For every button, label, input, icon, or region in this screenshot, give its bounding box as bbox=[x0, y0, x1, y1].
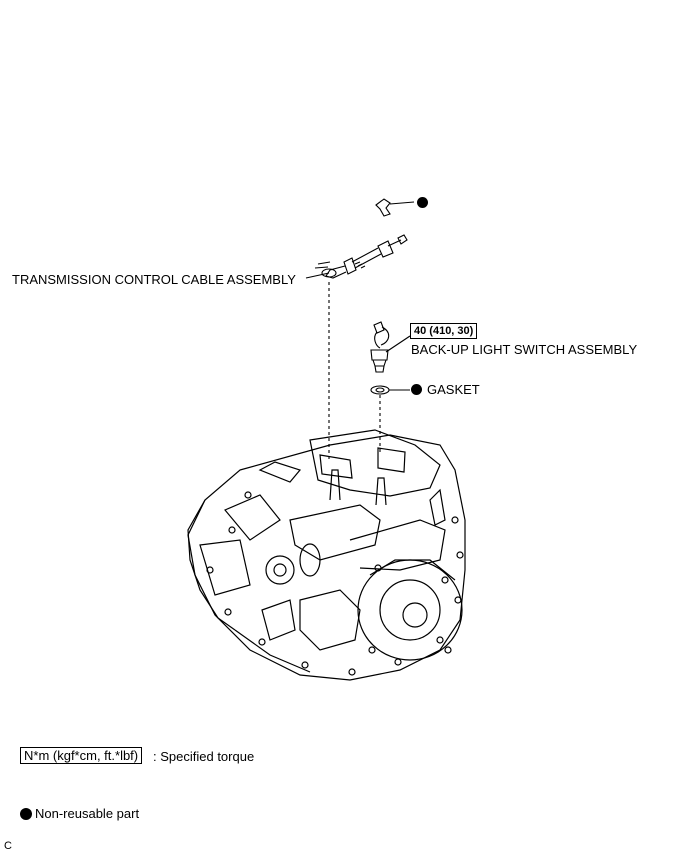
backup-switch-label: BACK-UP LIGHT SWITCH ASSEMBLY bbox=[411, 342, 638, 357]
nonreusable-clip-dot bbox=[417, 197, 428, 208]
gasket-label: GASKET bbox=[427, 382, 480, 397]
legend-nonreusable-text: Non-reusable part bbox=[35, 806, 140, 821]
legend-nonreusable-dot bbox=[20, 808, 32, 820]
legend-torque-desc: : Specified torque bbox=[153, 749, 255, 764]
corner-mark: C bbox=[4, 840, 12, 852]
transaxle-assembly bbox=[187, 429, 466, 681]
control-cable-part bbox=[305, 234, 408, 279]
cable-assembly-label: TRANSMISSION CONTROL CABLE ASSEMBLY bbox=[12, 272, 296, 287]
cable-clip-part bbox=[375, 198, 415, 217]
gasket-part bbox=[370, 385, 410, 395]
legend-torque-unit: N*m (kgf*cm, ft.*lbf) bbox=[20, 747, 143, 764]
torque-spec-box: 40 (410, 30) bbox=[410, 323, 478, 339]
nonreusable-gasket-dot bbox=[411, 384, 422, 395]
backup-switch-part bbox=[370, 321, 411, 373]
